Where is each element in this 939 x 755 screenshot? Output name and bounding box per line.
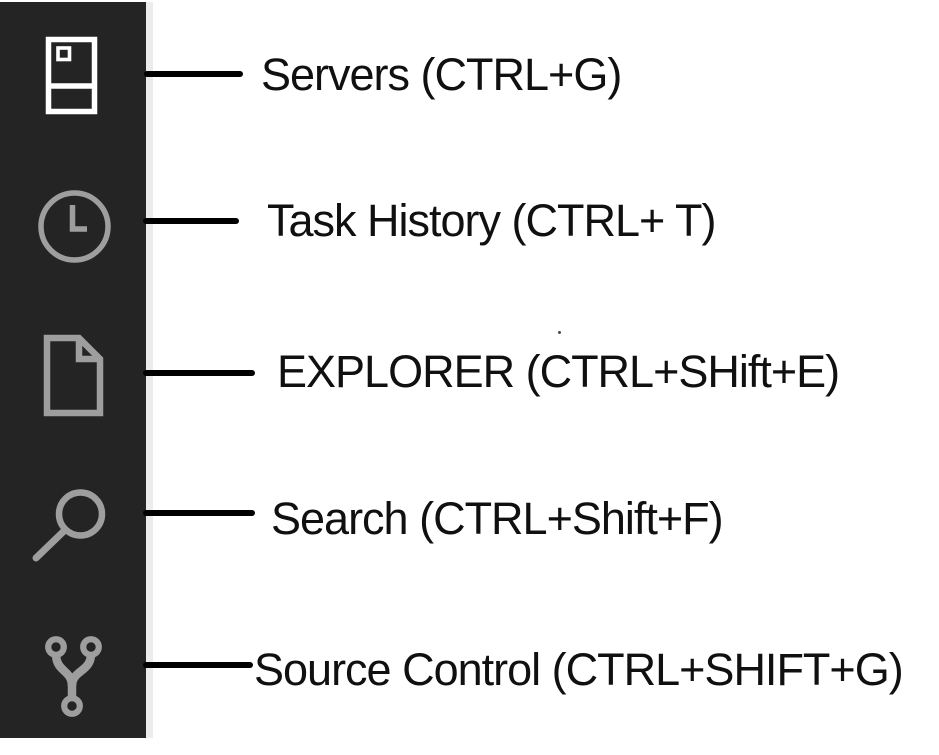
source-control-button[interactable] [42, 630, 104, 720]
explorer-file-icon [43, 334, 104, 417]
explorer-button[interactable] [40, 333, 104, 417]
callout-line-source-control [143, 662, 253, 668]
annotation-label-explorer: EXPLORER (CTRL+SHift+E) [277, 346, 840, 397]
callout-line-task-history [143, 218, 239, 224]
annotation-label-task-history: Task History (CTRL+ T) [267, 195, 716, 246]
activity-bar [0, 2, 146, 738]
annotation-label-servers: Servers (CTRL+G) [261, 49, 622, 100]
search-icon [32, 489, 106, 562]
stray-dot-artifact [558, 331, 561, 334]
servers-icon [45, 36, 98, 115]
source-control-branch-icon [45, 636, 102, 717]
task-history-clock-icon [38, 190, 111, 263]
search-button[interactable] [30, 484, 114, 568]
annotation-label-source-control: Source Control (CTRL+SHIFT+G) [254, 644, 904, 695]
servers-button[interactable] [45, 36, 98, 115]
callout-line-search [143, 510, 255, 516]
callout-line-explorer [143, 370, 255, 376]
callout-line-servers [144, 71, 243, 77]
annotation-label-search: Search (CTRL+Shift+F) [271, 493, 724, 544]
task-history-button[interactable] [36, 189, 113, 265]
